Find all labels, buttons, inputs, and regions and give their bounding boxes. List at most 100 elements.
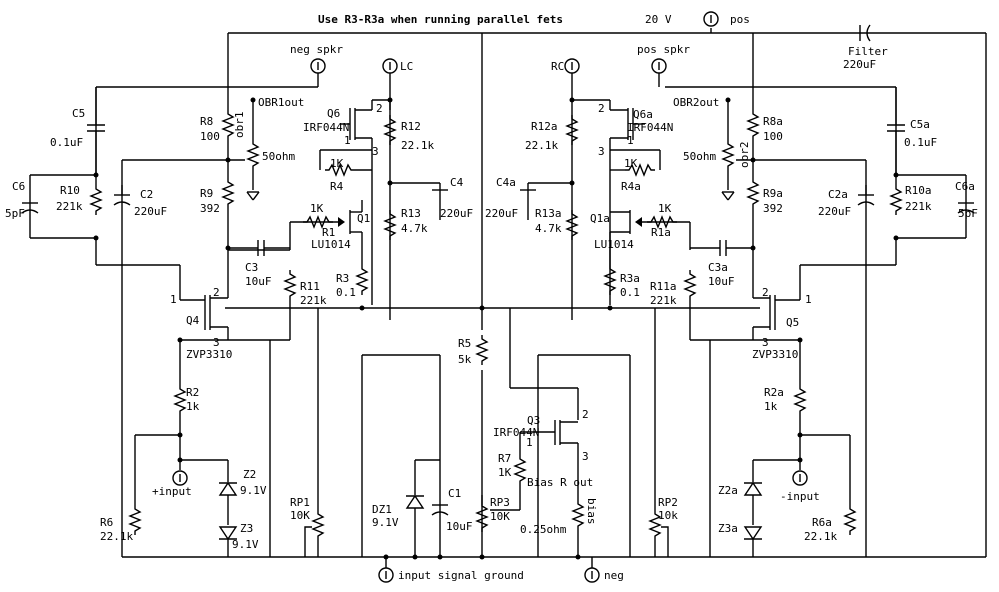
filter-capacitor	[859, 24, 871, 42]
resistor-r5	[476, 334, 488, 366]
resistor-r6	[129, 434, 180, 536]
capacitor-c5	[87, 87, 105, 185]
label-c4a-value: 220uF	[485, 207, 518, 220]
label-q4: Q4	[186, 314, 200, 327]
label-20v: 20 V	[645, 13, 672, 26]
resistor-r11	[284, 269, 296, 301]
label-c3-value: 10uF	[245, 275, 272, 288]
label-r2a-value: 1k	[764, 400, 778, 413]
pin-q5-2: 2	[762, 286, 769, 299]
label-r8a-value: 100	[763, 130, 783, 143]
label-rp3-value: 10K	[490, 510, 510, 523]
pin-q6a-3: 3	[598, 145, 605, 158]
label-c1: C1	[448, 487, 461, 500]
label-q3: Q3	[527, 414, 540, 427]
label-r12a: R12a	[531, 120, 558, 133]
label-r2: R2	[186, 386, 199, 399]
label-r3-value: 0.1	[336, 286, 356, 299]
junctions	[93, 97, 899, 560]
label-r3a-value: 0.1	[620, 286, 640, 299]
label-r11a-value: 221k	[650, 294, 677, 307]
label-neg: neg	[604, 569, 624, 582]
capacitor-c1	[431, 504, 449, 516]
label-c2a-value: 220uF	[818, 205, 851, 218]
label-r10a: R10a	[905, 184, 932, 197]
label-r11-value: 221k	[300, 294, 327, 307]
label-pos: pos	[730, 13, 750, 26]
pot-rp3	[476, 495, 520, 533]
label-r9-value: 392	[200, 202, 220, 215]
label-rp2-value: 10k	[658, 509, 678, 522]
label-50ohm-left: 50ohm	[262, 150, 295, 163]
label-q1a-type: LU1014	[594, 238, 634, 251]
label-rp2: RP2	[658, 496, 678, 509]
label-r12-value: 22.1k	[401, 139, 434, 152]
label-r9a-value: 392	[763, 202, 783, 215]
terminal-rc	[564, 58, 580, 320]
label-r10: R10	[60, 184, 80, 197]
resistor-r3	[356, 255, 368, 296]
label-z2-value: 9.1V	[240, 484, 267, 497]
label-q3-type: IRF044N	[493, 426, 539, 439]
resistor-bias	[572, 499, 584, 557]
resistor-r4	[319, 149, 372, 176]
label-r4: R4	[330, 180, 344, 193]
label-rc: RC	[551, 60, 564, 73]
capacitor-c6a	[957, 202, 975, 214]
label-q5: Q5	[786, 316, 799, 329]
label-q6a: Q6a	[633, 108, 653, 121]
capacitor-c2	[113, 185, 131, 206]
label-z3a: Z3a	[718, 522, 738, 535]
pin-q6a-2: 2	[598, 102, 605, 115]
terminal-minus-input	[792, 470, 808, 486]
label-50ohm-right: 50ohm	[683, 150, 716, 163]
terminal-neg	[584, 557, 600, 583]
label-r6a: R6a	[812, 516, 832, 529]
zener-z3	[218, 526, 238, 557]
terminal-pos-spkr	[651, 58, 667, 87]
capacitor-c3a	[690, 240, 753, 256]
label-filter: Filter	[848, 45, 888, 58]
label-r2a: R2a	[764, 386, 784, 399]
capacitor-c6	[21, 202, 39, 214]
pin-q5-3: 3	[762, 336, 769, 349]
label-rp1: RP1	[290, 496, 310, 509]
pin-q6-3: 3	[372, 145, 379, 158]
label-c4: C4	[450, 176, 464, 189]
resistor-r7	[514, 454, 526, 486]
capacitor-c4	[390, 182, 448, 220]
label-r11: R11	[300, 280, 320, 293]
label-r2-value: 1k	[186, 400, 200, 413]
resistor-r2	[174, 340, 186, 470]
label-c5-value: 0.1uF	[50, 136, 83, 149]
label-r13-value: 4.7k	[401, 222, 428, 235]
label-c6: C6	[12, 180, 25, 193]
terminal-plus-input	[172, 470, 188, 486]
label-r12: R12	[401, 120, 421, 133]
terminal-neg-spkr	[310, 58, 326, 87]
label-c3a-value: 10uF	[708, 275, 735, 288]
label-obr1out: OBR1out	[258, 96, 304, 109]
pin-q3-1: 1	[526, 436, 533, 449]
label-r10-value: 221k	[56, 200, 83, 213]
label-c2-value: 220uF	[134, 205, 167, 218]
zener-dz1	[405, 459, 440, 557]
label-rp3: RP3	[490, 496, 510, 509]
schematic-title: Use R3-R3a when running parallel fets	[318, 13, 563, 26]
label-r7-value: 1K	[498, 466, 512, 479]
label-r10a-value: 221k	[905, 200, 932, 213]
label-r13: R13	[401, 207, 421, 220]
label-filter-value: 220uF	[843, 58, 876, 71]
label-r1a: R1a	[651, 226, 671, 239]
mosfet-q4	[180, 250, 229, 341]
capacitor-c5a	[887, 87, 905, 185]
resistor-r9	[222, 177, 234, 209]
label-r5: R5	[458, 337, 471, 350]
pot-rp2	[649, 308, 669, 557]
zener-z2a	[743, 459, 800, 525]
label-lc: LC	[400, 60, 413, 73]
label-r3a: R3a	[620, 272, 640, 285]
label-dz1-value: 9.1V	[372, 516, 399, 529]
label-c3a: C3a	[708, 261, 728, 274]
label-minus-input: -input	[780, 490, 820, 503]
